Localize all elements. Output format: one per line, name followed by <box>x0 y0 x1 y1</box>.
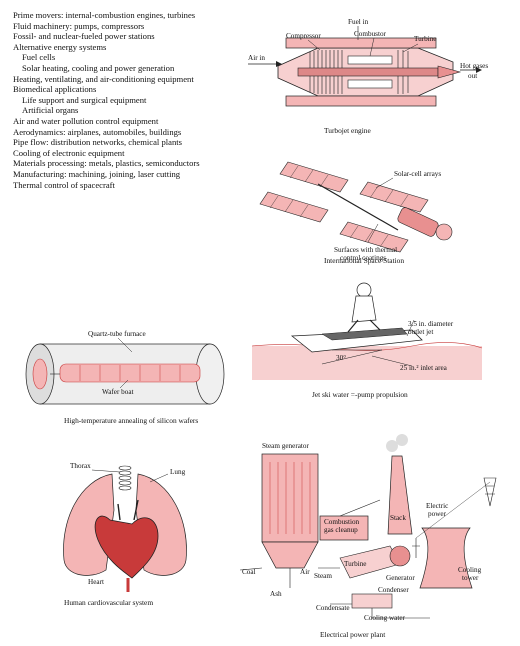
plant-condenser: Condenser <box>378 586 409 594</box>
application-item: Cooling of electronic equipment <box>13 147 125 158</box>
jetski-outlet-1: 3.5 in. diameter <box>408 320 454 328</box>
plant-turbine: Turbine <box>344 560 367 568</box>
heart-figure: Thorax Lung Heart Human cardiovascular s… <box>40 460 220 610</box>
application-item: Thermal control of spacecraft <box>13 179 115 190</box>
jetski-drawing <box>251 282 483 380</box>
turbojet-fuel-in: Fuel in <box>348 18 369 26</box>
jetski-inlet: 25 in.² inlet area <box>400 364 447 372</box>
application-item: Air and water pollution control equipmen… <box>13 115 159 126</box>
furnace-quartz: Quartz-tube furnace <box>88 330 146 338</box>
plant-electric-2: power <box>428 510 446 518</box>
application-item: Fluid machinery: pumps, compressors <box>13 20 145 31</box>
plant-caption: Electrical power plant <box>320 630 386 639</box>
plant-air: Air <box>300 568 310 576</box>
turbojet-air-in: Air in <box>248 54 265 62</box>
plant-steam: Steam <box>314 572 332 580</box>
application-item: Materials processing: metals, plastics, … <box>13 158 200 169</box>
application-item: Fossil- and nuclear-fueled power station… <box>13 31 155 42</box>
turbojet-combustor: Combustor <box>354 30 386 38</box>
station-solar-arrays: Solar-cell arrays <box>394 170 442 178</box>
turbojet-turbine: Turbine <box>414 35 437 43</box>
application-item: Solar heating, cooling and power generat… <box>22 62 175 73</box>
space-station-drawing <box>259 161 453 253</box>
plant-steam-generator: Steam generator <box>262 442 309 450</box>
application-item: Life support and surgical equipment <box>22 94 147 105</box>
power-plant-drawing <box>239 434 497 619</box>
application-item: Heating, ventilating, and air-conditioni… <box>13 73 194 84</box>
furnace-wafer-boat: Wafer boat <box>102 388 134 396</box>
application-item: Biomedical applications <box>13 84 97 95</box>
application-item: Alternative energy systems <box>13 41 107 52</box>
plant-cooling-water: Cooling water <box>364 614 405 622</box>
application-item: Fuel cells <box>22 52 56 63</box>
application-item: Artificial organs <box>22 105 79 116</box>
heart-heart: Heart <box>88 578 104 586</box>
plant-condensate: Condensate <box>316 604 350 612</box>
plant-cooling-tower-2: tower <box>462 574 479 582</box>
jetski-angle: 30° <box>336 354 347 362</box>
furnace-drawing <box>25 337 225 405</box>
turbojet-caption: Turbojet engine <box>324 126 371 135</box>
plant-combustion-2: gas cleanup <box>324 526 358 534</box>
heart-caption: Human cardiovascular system <box>64 598 154 607</box>
turbojet-hot-gases-out: out <box>468 72 478 80</box>
station-surfaces-2: control coatings <box>340 254 387 262</box>
station-surfaces-1: Surfaces with thermal <box>334 246 398 254</box>
jetski-figure: 3.5 in. diameter outlet jet 30° 25 in.² … <box>251 276 483 404</box>
space-station-figure: Solar-cell arrays Surfaces with thermal … <box>258 152 468 270</box>
station-caption: International Space Station <box>324 256 405 265</box>
application-item: Manufacturing: machining, joining, laser… <box>13 168 181 179</box>
application-item: Pipe flow: distribution networks, chemic… <box>13 137 182 148</box>
heart-lung: Lung <box>170 468 186 476</box>
furnace-caption: High-temperature annealing of silicon wa… <box>64 416 199 425</box>
plant-generator: Generator <box>386 574 415 582</box>
turbojet-drawing <box>248 26 482 107</box>
heart-drawing <box>63 465 187 592</box>
power-plant-figure: Steam generator Stack Electric power Com… <box>239 434 510 644</box>
furnace-figure: Quartz-tube furnace Wafer boat High-temp… <box>20 330 250 430</box>
heart-thorax: Thorax <box>70 462 91 470</box>
plant-stack: Stack <box>390 514 406 522</box>
application-item: Aerodynamics: airplanes, automobiles, bu… <box>13 126 182 137</box>
applications-list: Prime movers: internal-combustion engine… <box>13 10 253 190</box>
application-item: Prime movers: internal-combustion engine… <box>13 10 196 20</box>
plant-cooling-tower-1: Cooling <box>458 566 482 574</box>
plant-coal: Coal <box>242 568 256 576</box>
plant-combustion-1: Combustion <box>324 518 360 526</box>
turbojet-figure: Fuel in Compressor Combustor Turbine Air… <box>248 18 488 148</box>
turbojet-compressor: Compressor <box>286 32 321 40</box>
turbojet-hot-gases: Hot gases <box>460 62 489 70</box>
jetski-caption: Jet ski water =-pump propulsion <box>312 390 408 399</box>
plant-ash: Ash <box>270 590 282 598</box>
plant-electric-1: Electric <box>426 502 449 510</box>
jetski-outlet-2: outlet jet <box>408 328 434 336</box>
